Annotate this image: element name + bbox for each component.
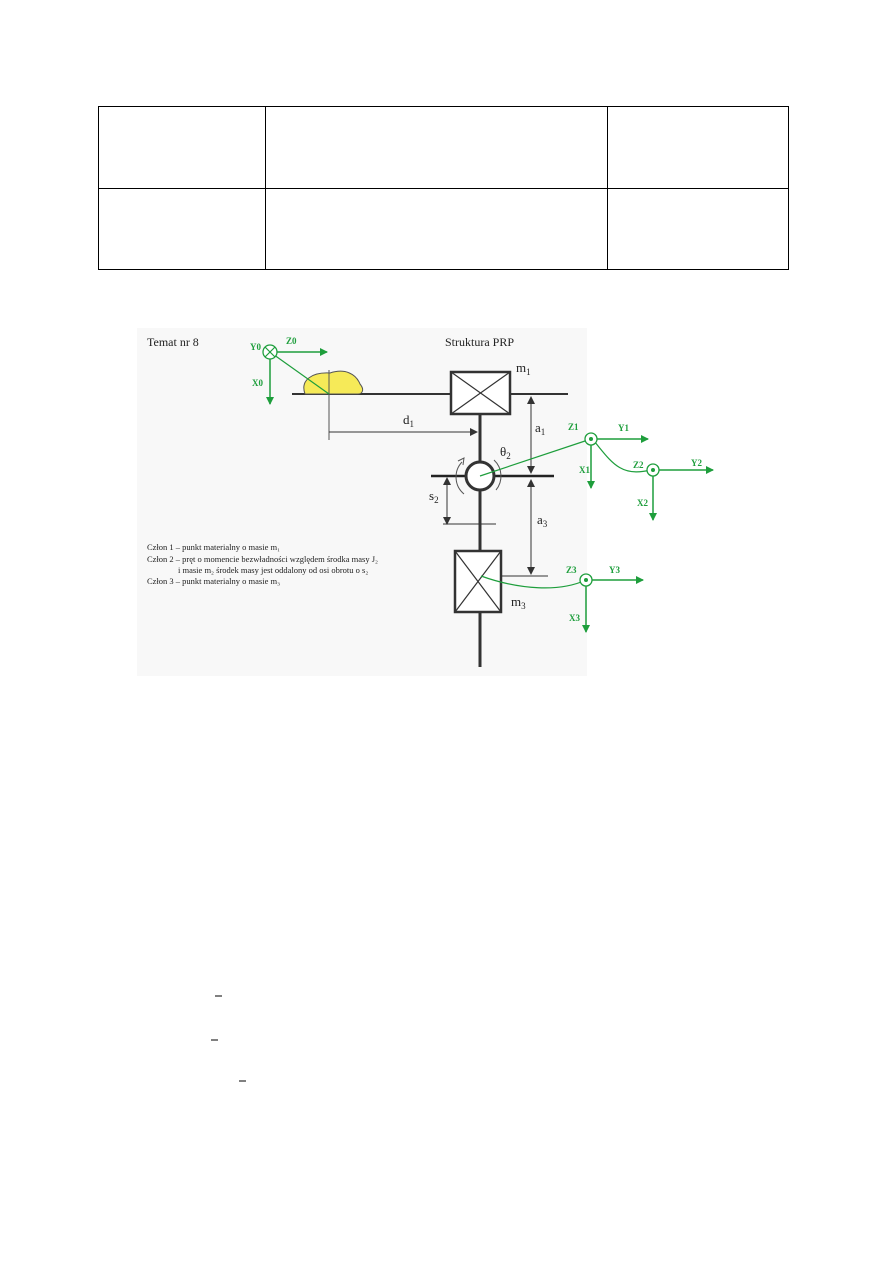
frame0-connector [269, 351, 330, 395]
header-table [98, 106, 789, 270]
legend-line-3: i masie m₂ środek masy jest oddalony od … [178, 565, 368, 575]
y3-label: Y3 [609, 565, 620, 575]
table-row [98, 187, 789, 270]
frame3-connector [480, 575, 587, 589]
y2-label: Y2 [691, 458, 702, 468]
legend-line-4: Człon 3 – punkt materialny o masie m₃ [147, 576, 280, 586]
z2-label: Z2 [633, 460, 644, 470]
m3-label: m3 [511, 594, 526, 611]
figure-title: Temat nr 8 [147, 335, 199, 349]
rotation-arrow-icon [455, 461, 465, 495]
frame1-connector [479, 438, 592, 477]
figure-background [137, 328, 587, 676]
s2-label: s2 [429, 488, 439, 505]
y1-label: Y1 [618, 423, 629, 433]
a3-label: a3 [537, 512, 548, 529]
x1-label: X1 [579, 465, 590, 475]
theta-arc-icon [493, 459, 502, 491]
structure-label: Struktura PRP [445, 335, 514, 349]
z1-label: Z1 [568, 422, 579, 432]
legend-line-1: Człon 1 – punkt materialny o masie m₁ [147, 542, 280, 552]
table-cell [607, 106, 789, 189]
x2-label: X2 [637, 498, 648, 508]
z0-label: Z0 [286, 336, 297, 346]
d1-label: d1 [403, 412, 414, 429]
table-cell [265, 187, 608, 270]
x3-label: X3 [569, 613, 580, 623]
theta2-label: θ2 [500, 444, 511, 461]
frame2-connector [593, 440, 651, 473]
y0-label: Y0 [250, 342, 261, 352]
legend-line-2: Człon 2 – pręt o momencie bezwładności w… [147, 554, 378, 564]
x0-label: X0 [252, 378, 263, 388]
table-cell [98, 106, 266, 189]
z3-label: Z3 [566, 565, 577, 575]
object-shape [303, 370, 364, 395]
a1-label: a1 [535, 420, 545, 437]
m1-label: m1 [516, 360, 531, 377]
table-cell [607, 187, 789, 270]
